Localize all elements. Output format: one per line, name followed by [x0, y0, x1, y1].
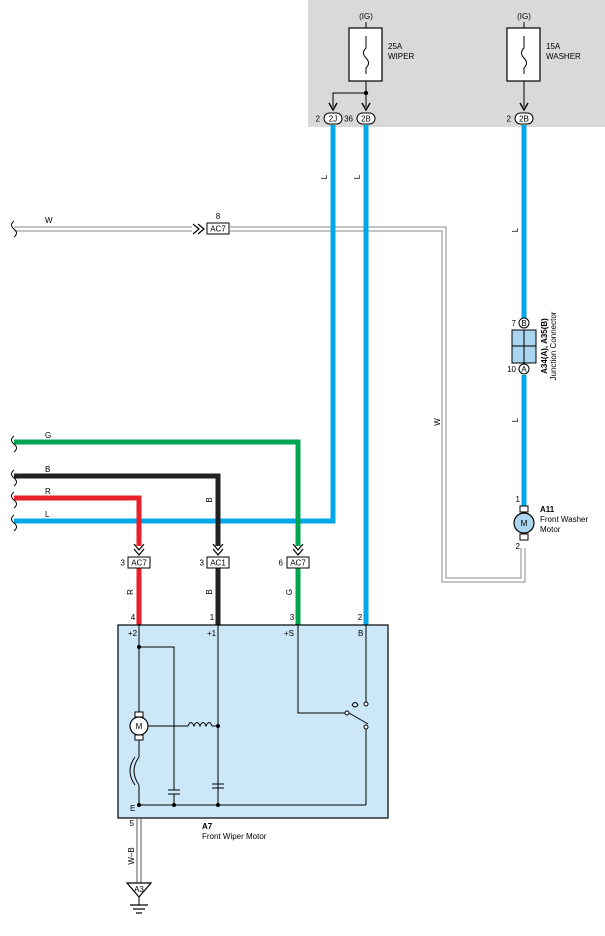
connector-ac1-b: AC1 3 — [200, 543, 230, 569]
svg-text:B: B — [521, 319, 526, 328]
wiper-motor-symbol: M — [136, 722, 143, 731]
wire-r — [14, 495, 142, 546]
wire-label-b-branch: B — [205, 497, 214, 502]
ground-lead: 5 W–B A3 — [125, 818, 153, 914]
wire-break-marks — [11, 220, 17, 532]
fuse-washer-amps: 15A — [546, 42, 561, 51]
wire-label-l-2j: L — [320, 174, 329, 179]
svg-text:A34(A), A35(B): A34(A), A35(B) — [540, 318, 549, 374]
connector-ac7-g: AC7 6 — [279, 543, 310, 569]
wire-l-2j — [14, 125, 336, 524]
svg-text:2J: 2J — [329, 115, 337, 124]
motor-pin-1: 1 — [210, 613, 215, 622]
fuse-washer: (IG) 15A WASHER — [506, 12, 581, 107]
connector-ac7-r: AC7 3 — [121, 543, 151, 569]
svg-text:B: B — [358, 629, 363, 638]
wire-label-g-motor: G — [285, 589, 294, 595]
svg-text:AC7: AC7 — [290, 559, 306, 568]
fuse-wiper-ig: (IG) — [359, 12, 373, 21]
svg-text:Junction Connector: Junction Connector — [549, 311, 558, 380]
left-wire-label-l: L — [45, 510, 50, 519]
motor-pin-4: 4 — [131, 613, 136, 622]
svg-text:2: 2 — [507, 115, 512, 124]
wiper-motor-a7: +2 +1 +S B E M — [117, 624, 389, 819]
svg-text:Motor: Motor — [540, 525, 561, 534]
ground-conn: A3 — [134, 885, 144, 894]
svg-text:2B: 2B — [519, 115, 529, 124]
svg-text:8: 8 — [216, 212, 221, 221]
svg-text:7: 7 — [512, 319, 517, 328]
svg-text:6: 6 — [279, 559, 284, 568]
svg-text:AC7: AC7 — [131, 559, 147, 568]
fuse-wiper: (IG) 25A WIPER — [348, 12, 414, 107]
wire-label-wb: W–B — [127, 847, 136, 864]
washer-motor-symbol: M — [521, 519, 528, 528]
svg-text:3: 3 — [121, 559, 126, 568]
svg-text:E: E — [130, 804, 135, 813]
junction-connector-a34-a35: B 7 A 10 A34(A), A35(B) Junction Connect… — [507, 311, 558, 380]
fuse-wiper-name: WIPER — [388, 52, 414, 61]
wire-label-l-washer-top: L — [511, 227, 520, 232]
connector-ac7-w: AC7 8 — [192, 212, 230, 235]
wire-w — [14, 226, 526, 583]
svg-text:2: 2 — [516, 542, 521, 551]
wire-label-l-2b: L — [353, 174, 362, 179]
fuse-wiper-amps: 25A — [388, 42, 403, 51]
wire-g — [14, 439, 301, 546]
svg-text:AC1: AC1 — [210, 559, 226, 568]
svg-text:2B: 2B — [361, 115, 371, 124]
motor-pin-2: 2 — [358, 613, 363, 622]
left-wire-label-r: R — [45, 487, 51, 496]
svg-text:1: 1 — [516, 495, 521, 504]
svg-text:+2: +2 — [128, 629, 138, 638]
svg-text:+1: +1 — [207, 629, 217, 638]
svg-text:AC7: AC7 — [210, 225, 226, 234]
svg-text:Front Washer: Front Washer — [540, 515, 588, 524]
svg-text:10: 10 — [507, 365, 516, 374]
motor-pin-3: 3 — [290, 613, 295, 622]
jb-connector-2b-washer: 2B 2 — [507, 112, 534, 125]
left-wire-label-g: G — [45, 431, 51, 440]
svg-text:+S: +S — [284, 629, 294, 638]
jb-connector-2b-wiper: 2B 36 — [344, 112, 376, 125]
washer-motor-a11: M 1 2 A11 Front Washer Motor — [513, 495, 588, 551]
svg-text:3: 3 — [200, 559, 205, 568]
wiper-motor-name: Front Wiper Motor — [202, 832, 267, 841]
wire-label-r-motor: R — [126, 589, 135, 595]
wiper-motor-id: A7 — [202, 822, 213, 831]
wire-b — [14, 473, 221, 546]
svg-text:A11: A11 — [540, 505, 555, 514]
wire-label-w-return: W — [433, 418, 442, 426]
fuse-washer-ig: (IG) — [517, 12, 531, 21]
svg-text:A: A — [521, 365, 527, 374]
ground-pin: 5 — [130, 819, 135, 828]
left-wire-label-b: B — [45, 465, 50, 474]
left-wire-label-w: W — [45, 216, 53, 225]
svg-text:2: 2 — [316, 115, 321, 124]
fuse-washer-name: WASHER — [546, 52, 581, 61]
jb-connector-2j: 2J 2 — [316, 112, 343, 125]
wire-label-l-washer-bottom: L — [511, 417, 520, 422]
svg-text:36: 36 — [344, 115, 353, 124]
wire-label-b-motor: B — [205, 589, 214, 594]
